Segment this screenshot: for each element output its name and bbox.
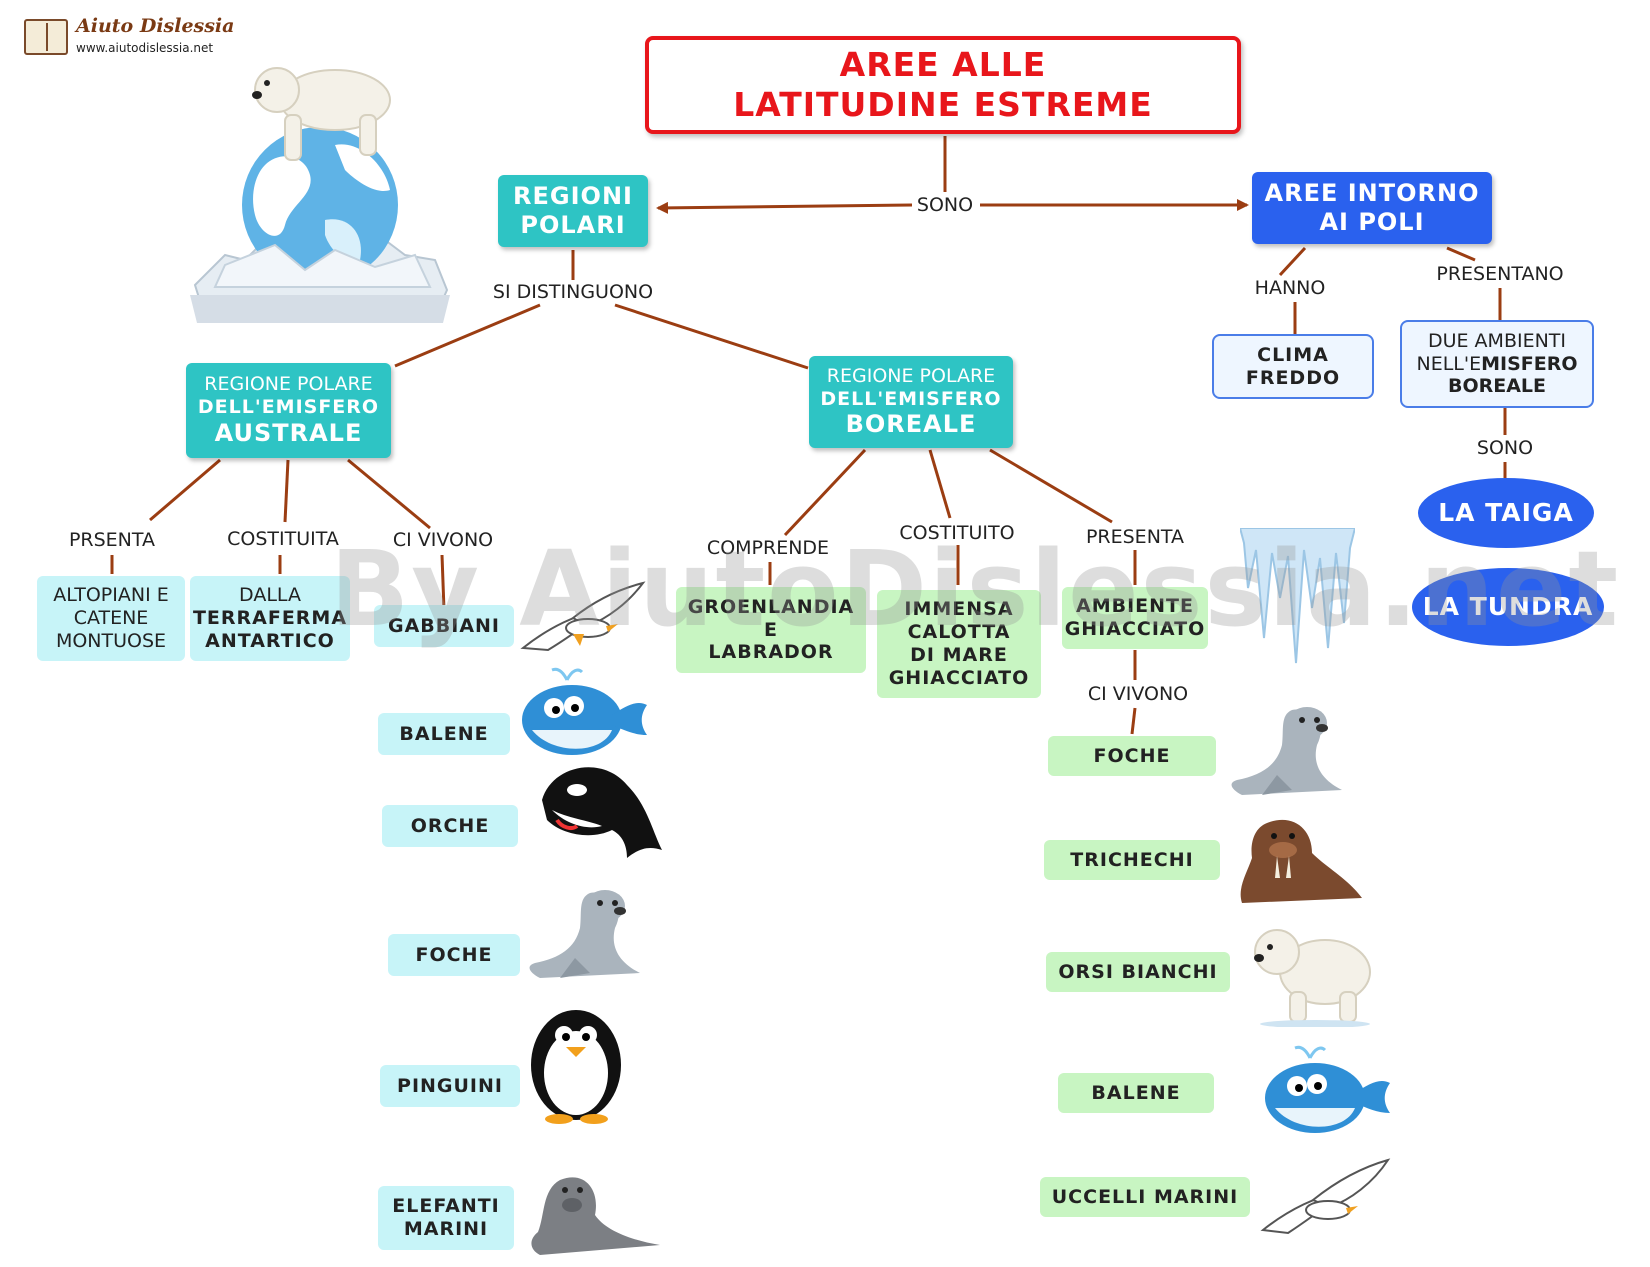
whale-illustration-right [1265, 1045, 1390, 1133]
groenlandia-line-1: GROENLANDIA [687, 595, 855, 618]
link-sono-right: SONO [1472, 437, 1538, 459]
due-ambienti-line-2b: MISFERO [1481, 352, 1578, 375]
due-ambienti-node: DUE AMBIENTI NELL'EMISFERO BOREALE [1400, 320, 1594, 408]
link-comprende: COMPRENDE [702, 537, 834, 559]
groenlandia-line-2: E [764, 618, 778, 641]
orsi-bianchi-node: ORSI BIANCHI [1046, 952, 1230, 992]
terraferma-line-2: TERRAFERMA [192, 607, 348, 630]
link-presenta: PRESENTA [1081, 526, 1189, 548]
polar-bear-illustration [1254, 929, 1371, 1027]
link-sono-top: SONO [912, 194, 978, 216]
australe-line-2: DELL'EMISFERO [197, 396, 380, 419]
seagull-illustration [520, 581, 646, 652]
la-taiga-node: LA TAIGA [1418, 478, 1594, 548]
australe-node: REGIONE POLARE DELL'EMISFERO AUSTRALE [186, 363, 391, 458]
calotta-line-3: DI MARE [910, 644, 1008, 666]
balene-right-node: BALENE [1058, 1073, 1214, 1113]
altopiani-line-1: ALTOPIANI E [53, 584, 169, 607]
trichechi-node: TRICHECHI [1044, 840, 1220, 880]
logo-url: www.aiutodislessia.net [76, 41, 214, 55]
terraferma-node: DALLA TERRAFERMA ANTARTICO [190, 576, 350, 661]
calotta-line-4: GHIACCIATO [888, 666, 1030, 689]
australe-line-3: AUSTRALE [214, 418, 363, 447]
ambiente-line-1: AMBIENTE [1076, 595, 1194, 618]
boreale-line-2: DELL'EMISFERO [820, 387, 1002, 410]
penguin-illustration [531, 1010, 621, 1124]
pinguini-node: PINGUINI [380, 1065, 520, 1107]
elefanti-marini-node: ELEFANTI MARINI [378, 1186, 514, 1250]
aree-intorno-line-1: AREE INTORNO [1264, 179, 1480, 208]
calotta-line-1: IMMENSA [904, 598, 1014, 621]
walrus-illustration [1240, 819, 1362, 903]
elefanti-line-2: MARINI [403, 1218, 489, 1240]
boreale-node: REGIONE POLARE DELL'EMISFERO BOREALE [809, 356, 1013, 448]
la-tundra-node: LA TUNDRA [1412, 568, 1604, 646]
altopiani-node: ALTOPIANI E CATENE MONTUOSE [37, 576, 185, 661]
clima-line-2: FREDDO [1245, 366, 1341, 389]
boreale-line-1: REGIONE POLARE [826, 364, 996, 387]
aree-intorno-node: AREE INTORNO AI POLI [1252, 172, 1492, 244]
due-ambienti-line-2: NELL'EMISFERO [1416, 353, 1577, 376]
link-ci-vivono-right: CI VIVONO [1083, 683, 1193, 705]
elefanti-line-1: ELEFANTI [392, 1195, 500, 1218]
seal-illustration-left [529, 890, 640, 978]
orca-illustration [542, 767, 662, 858]
elephant-seal-illustration [531, 1177, 660, 1255]
link-costituito: COSTITUITO [895, 522, 1019, 544]
foche-left-node: FOCHE [388, 934, 520, 976]
link-ci-vivono-left: CI VIVONO [388, 529, 498, 551]
book-icon [24, 19, 68, 55]
icicles-illustration [1240, 528, 1355, 664]
regioni-polari-line-1: REGIONI [513, 182, 633, 211]
title-box: AREE ALLE LATITUDINE ESTREME [645, 36, 1241, 134]
polar-bear-globe-illustration [190, 67, 450, 323]
calotta-node: IMMENSA CALOTTA DI MARE GHIACCIATO [877, 590, 1041, 698]
balene-left-node: BALENE [378, 713, 510, 755]
aree-intorno-line-2: AI POLI [1319, 208, 1425, 236]
boreale-line-3: BOREALE [845, 410, 977, 439]
terraferma-line-3: ANTARTICO [205, 629, 335, 652]
logo-name: Aiuto Dislessia [76, 15, 235, 37]
foche-right-node: FOCHE [1048, 736, 1216, 776]
seal-illustration-right [1231, 707, 1342, 795]
link-si-distinguono: SI DISTINGUONO [488, 281, 658, 303]
clima-line-1: CLIMA [1257, 343, 1329, 366]
title-line-2: LATITUDINE ESTREME [733, 85, 1153, 124]
terraferma-line-1: DALLA [239, 584, 301, 607]
clima-freddo-node: CLIMA FREDDO [1212, 334, 1374, 399]
groenlandia-node: GROENLANDIA E LABRADOR [676, 587, 866, 673]
australe-line-1: REGIONE POLARE [204, 373, 373, 396]
ambiente-ghiacciato-node: AMBIENTE GHIACCIATO [1062, 587, 1208, 649]
groenlandia-line-3: LABRADOR [708, 641, 834, 664]
altopiani-line-3: MONTUOSE [55, 629, 167, 652]
link-prsenta: PRSENTA [64, 529, 160, 551]
orche-node: ORCHE [382, 805, 518, 847]
logo: Aiuto Dislessia www.aiutodislessia.net [24, 15, 234, 61]
ambiente-line-2: GHIACCIATO [1064, 618, 1206, 640]
link-presentano: PRESENTANO [1432, 263, 1568, 285]
altopiani-line-2: CATENE [73, 607, 149, 630]
due-ambienti-line-2a: NELL'E [1416, 352, 1482, 375]
title-line-1: AREE ALLE [839, 45, 1047, 85]
seabird-illustration [1260, 1158, 1391, 1235]
link-hanno: HANNO [1250, 277, 1330, 299]
calotta-line-2: CALOTTA [907, 621, 1011, 644]
regioni-polari-line-2: POLARI [520, 211, 626, 239]
whale-illustration-left [522, 667, 647, 755]
due-ambienti-line-1: DUE AMBIENTI [1427, 329, 1567, 352]
uccelli-marini-node: UCCELLI MARINI [1040, 1177, 1250, 1217]
due-ambienti-line-3: BOREALE [1447, 375, 1547, 398]
gabbiani-node: GABBIANI [374, 605, 514, 647]
link-costituita: COSTITUITA [223, 528, 343, 550]
regioni-polari-node: REGIONI POLARI [498, 175, 648, 247]
